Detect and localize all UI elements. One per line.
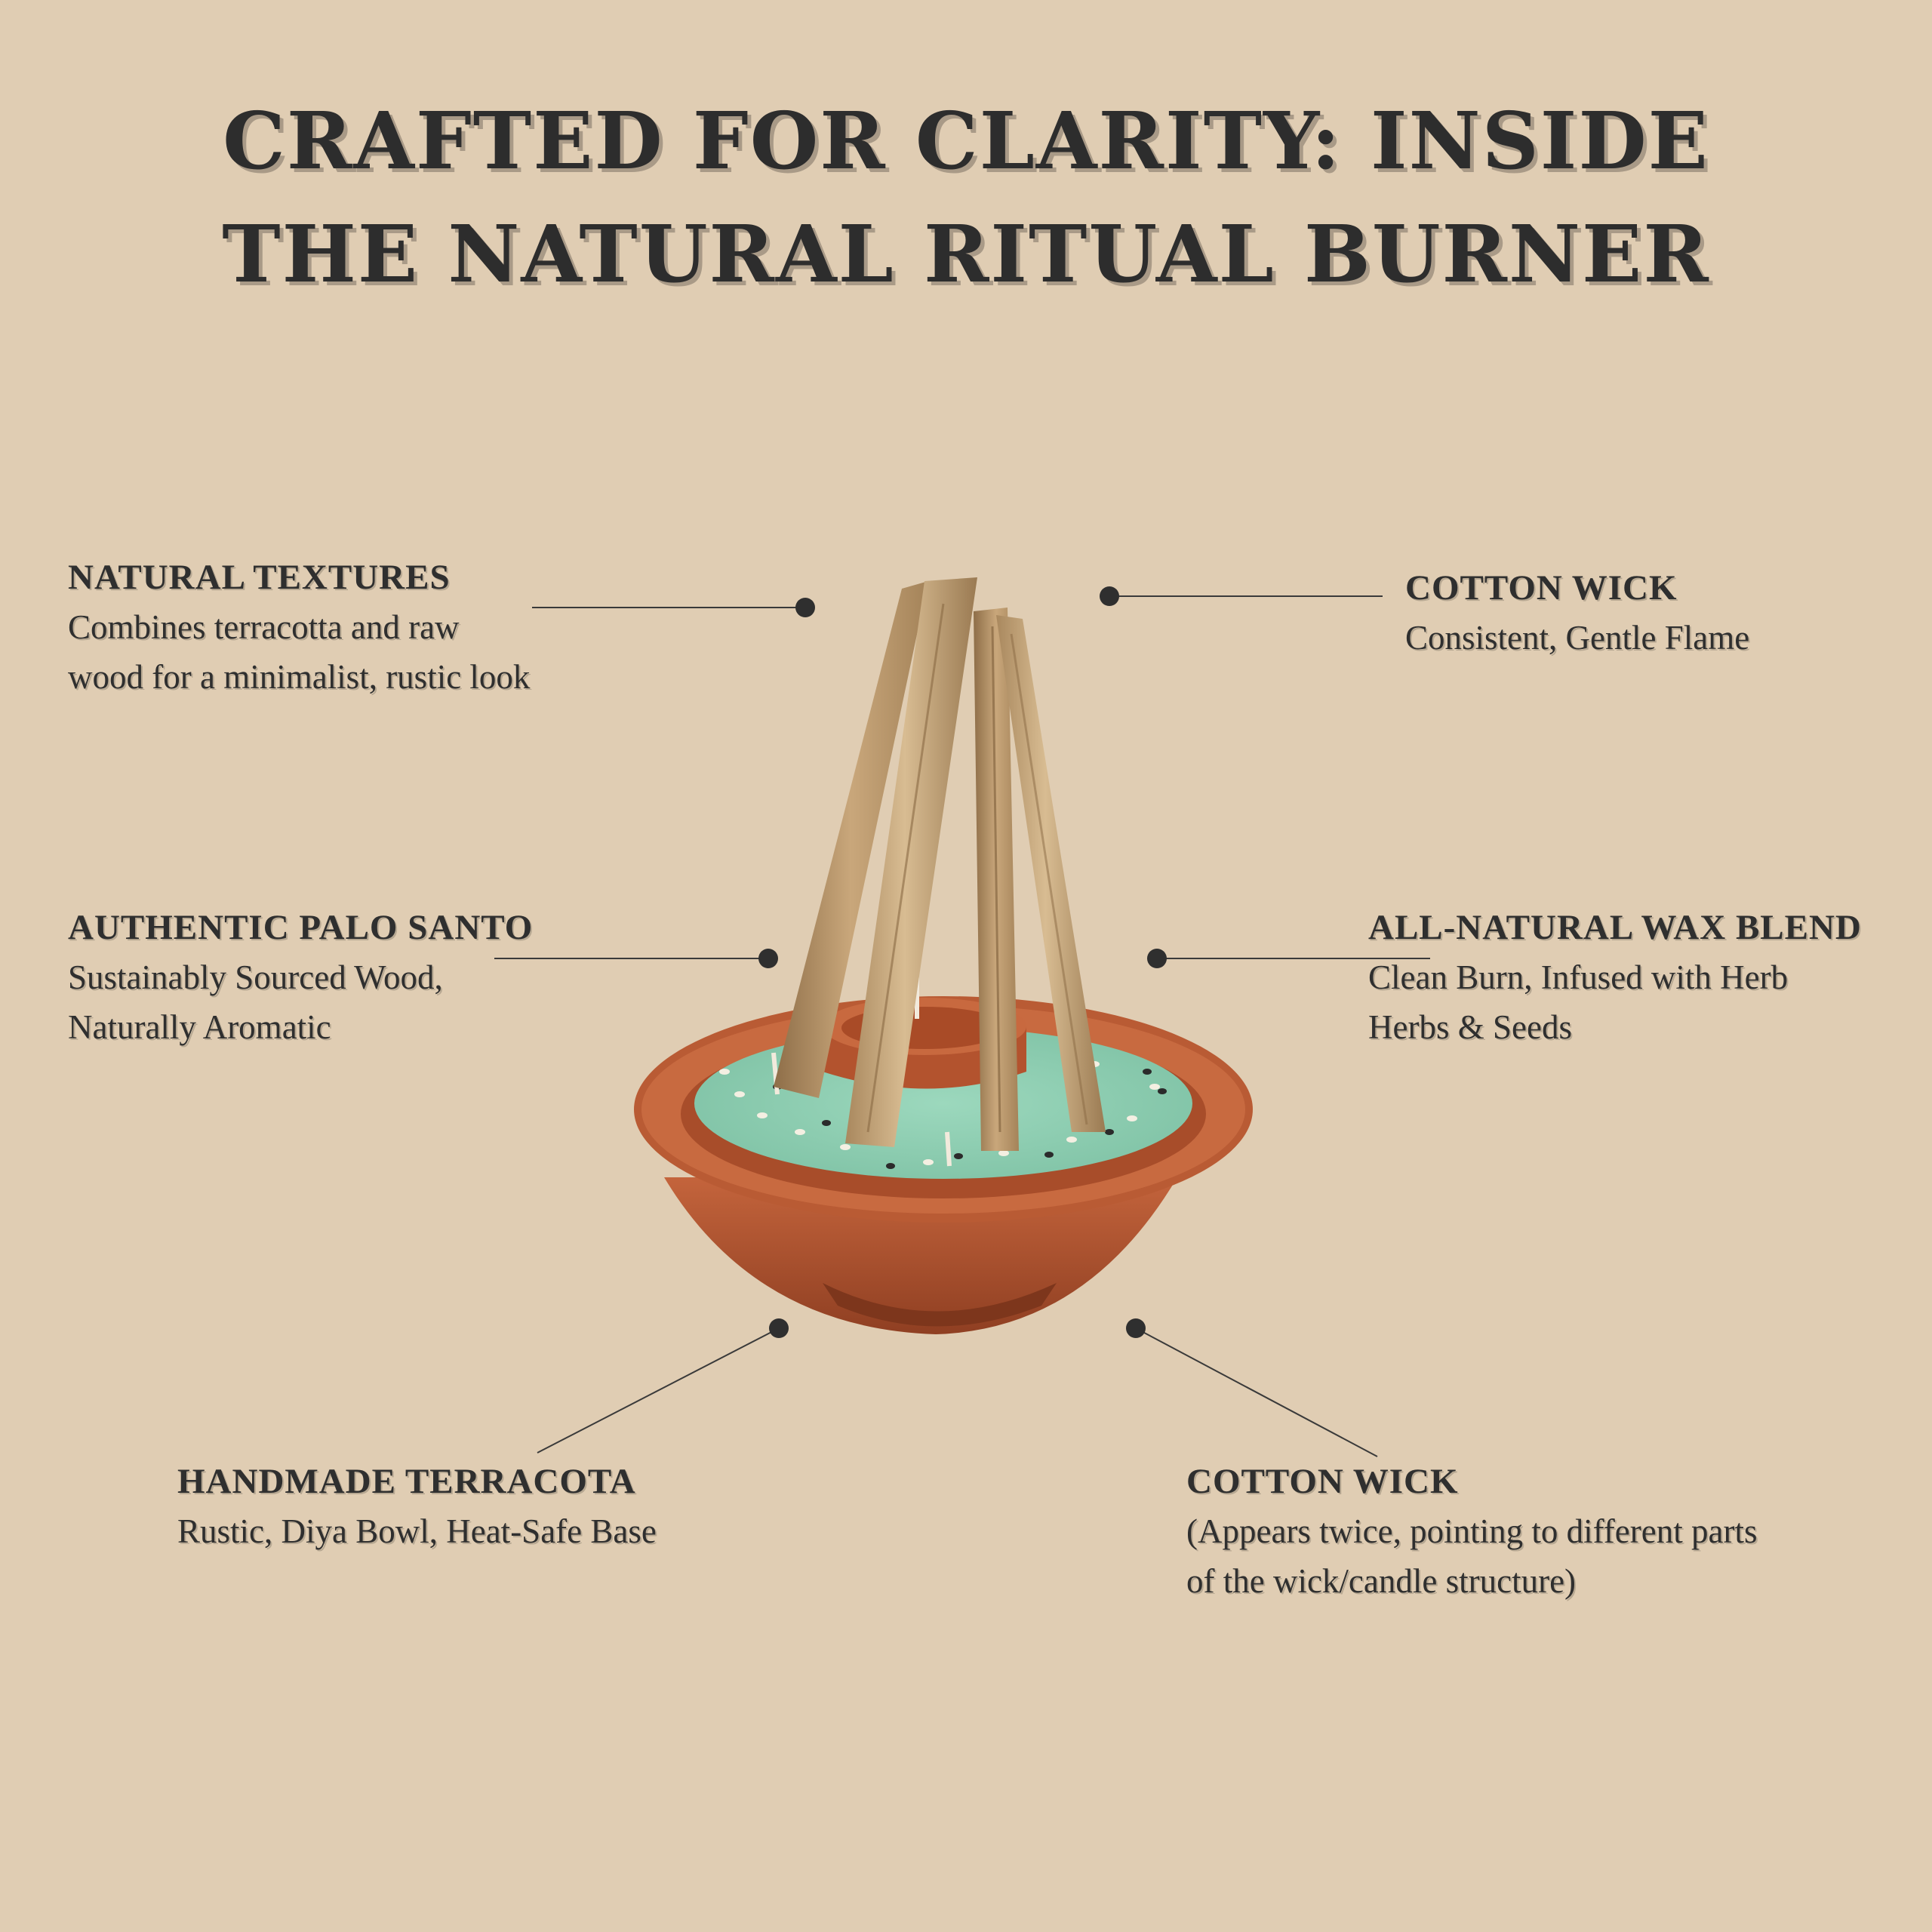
callout-wax-blend: ALL-NATURAL WAX BLEND Clean Burn, Infuse… — [1368, 903, 1862, 1052]
callout-heading: ALL-NATURAL WAX BLEND — [1368, 908, 1862, 947]
dot-palo-santo — [758, 949, 778, 968]
callout-heading: COTTON WICK — [1186, 1462, 1459, 1501]
leader-terracotta — [537, 1327, 780, 1454]
callout-description: Consistent, Gentle Flame — [1405, 619, 1750, 657]
dot-cotton-wick-top — [1100, 586, 1119, 606]
callout-description: wood for a minimalist, rustic look — [68, 658, 531, 696]
callout-cotton-wick-bottom: COTTON WICK (Appears twice, pointing to … — [1186, 1457, 1757, 1606]
leader-cotton-wick-bottom — [1135, 1327, 1378, 1457]
herb-seeds — [719, 1061, 1167, 1169]
callout-terracotta: HANDMADE TERRACOTA Rustic, Diya Bowl, He… — [177, 1457, 657, 1556]
callout-description: Sustainably Sourced Wood, — [68, 958, 443, 996]
callout-heading: HANDMADE TERRACOTA — [177, 1462, 636, 1501]
callout-description: Rustic, Diya Bowl, Heat-Safe Base — [177, 1512, 657, 1550]
callout-description: of the wick/candle structure) — [1186, 1562, 1577, 1600]
palo-santo-sticks — [774, 577, 1106, 1151]
callout-description: Herbs & Seeds — [1368, 1008, 1572, 1046]
dot-cotton-wick-bottom — [1126, 1318, 1146, 1338]
callout-heading: COTTON WICK — [1405, 568, 1678, 608]
dot-wax-blend — [1147, 949, 1167, 968]
callout-cotton-wick-top: COTTON WICK Consistent, Gentle Flame — [1405, 563, 1749, 663]
page-title-line-2: THE NATURAL RITUAL BURNER — [222, 208, 1710, 300]
callout-palo-santo: AUTHENTIC PALO SANTO Sustainably Sourced… — [68, 903, 533, 1052]
callout-description: Combines terracotta and raw — [68, 608, 460, 646]
callout-natural-textures: NATURAL TEXTURES Combines terracotta and… — [68, 552, 530, 702]
page-title-line-1: CRAFTED FOR CLARITY: INSIDE — [223, 94, 1709, 187]
dot-natural-textures — [795, 598, 815, 617]
callout-description: Naturally Aromatic — [68, 1008, 331, 1046]
page-title: CRAFTED FOR CLARITY: INSIDE THE NATURAL … — [0, 85, 1932, 311]
callout-heading: NATURAL TEXTURES — [68, 558, 451, 597]
callout-heading: AUTHENTIC PALO SANTO — [68, 908, 534, 947]
callout-description: (Appears twice, pointing to different pa… — [1186, 1512, 1758, 1550]
dot-terracotta — [769, 1318, 789, 1338]
callout-description: Clean Burn, Infused with Herb — [1368, 958, 1789, 996]
